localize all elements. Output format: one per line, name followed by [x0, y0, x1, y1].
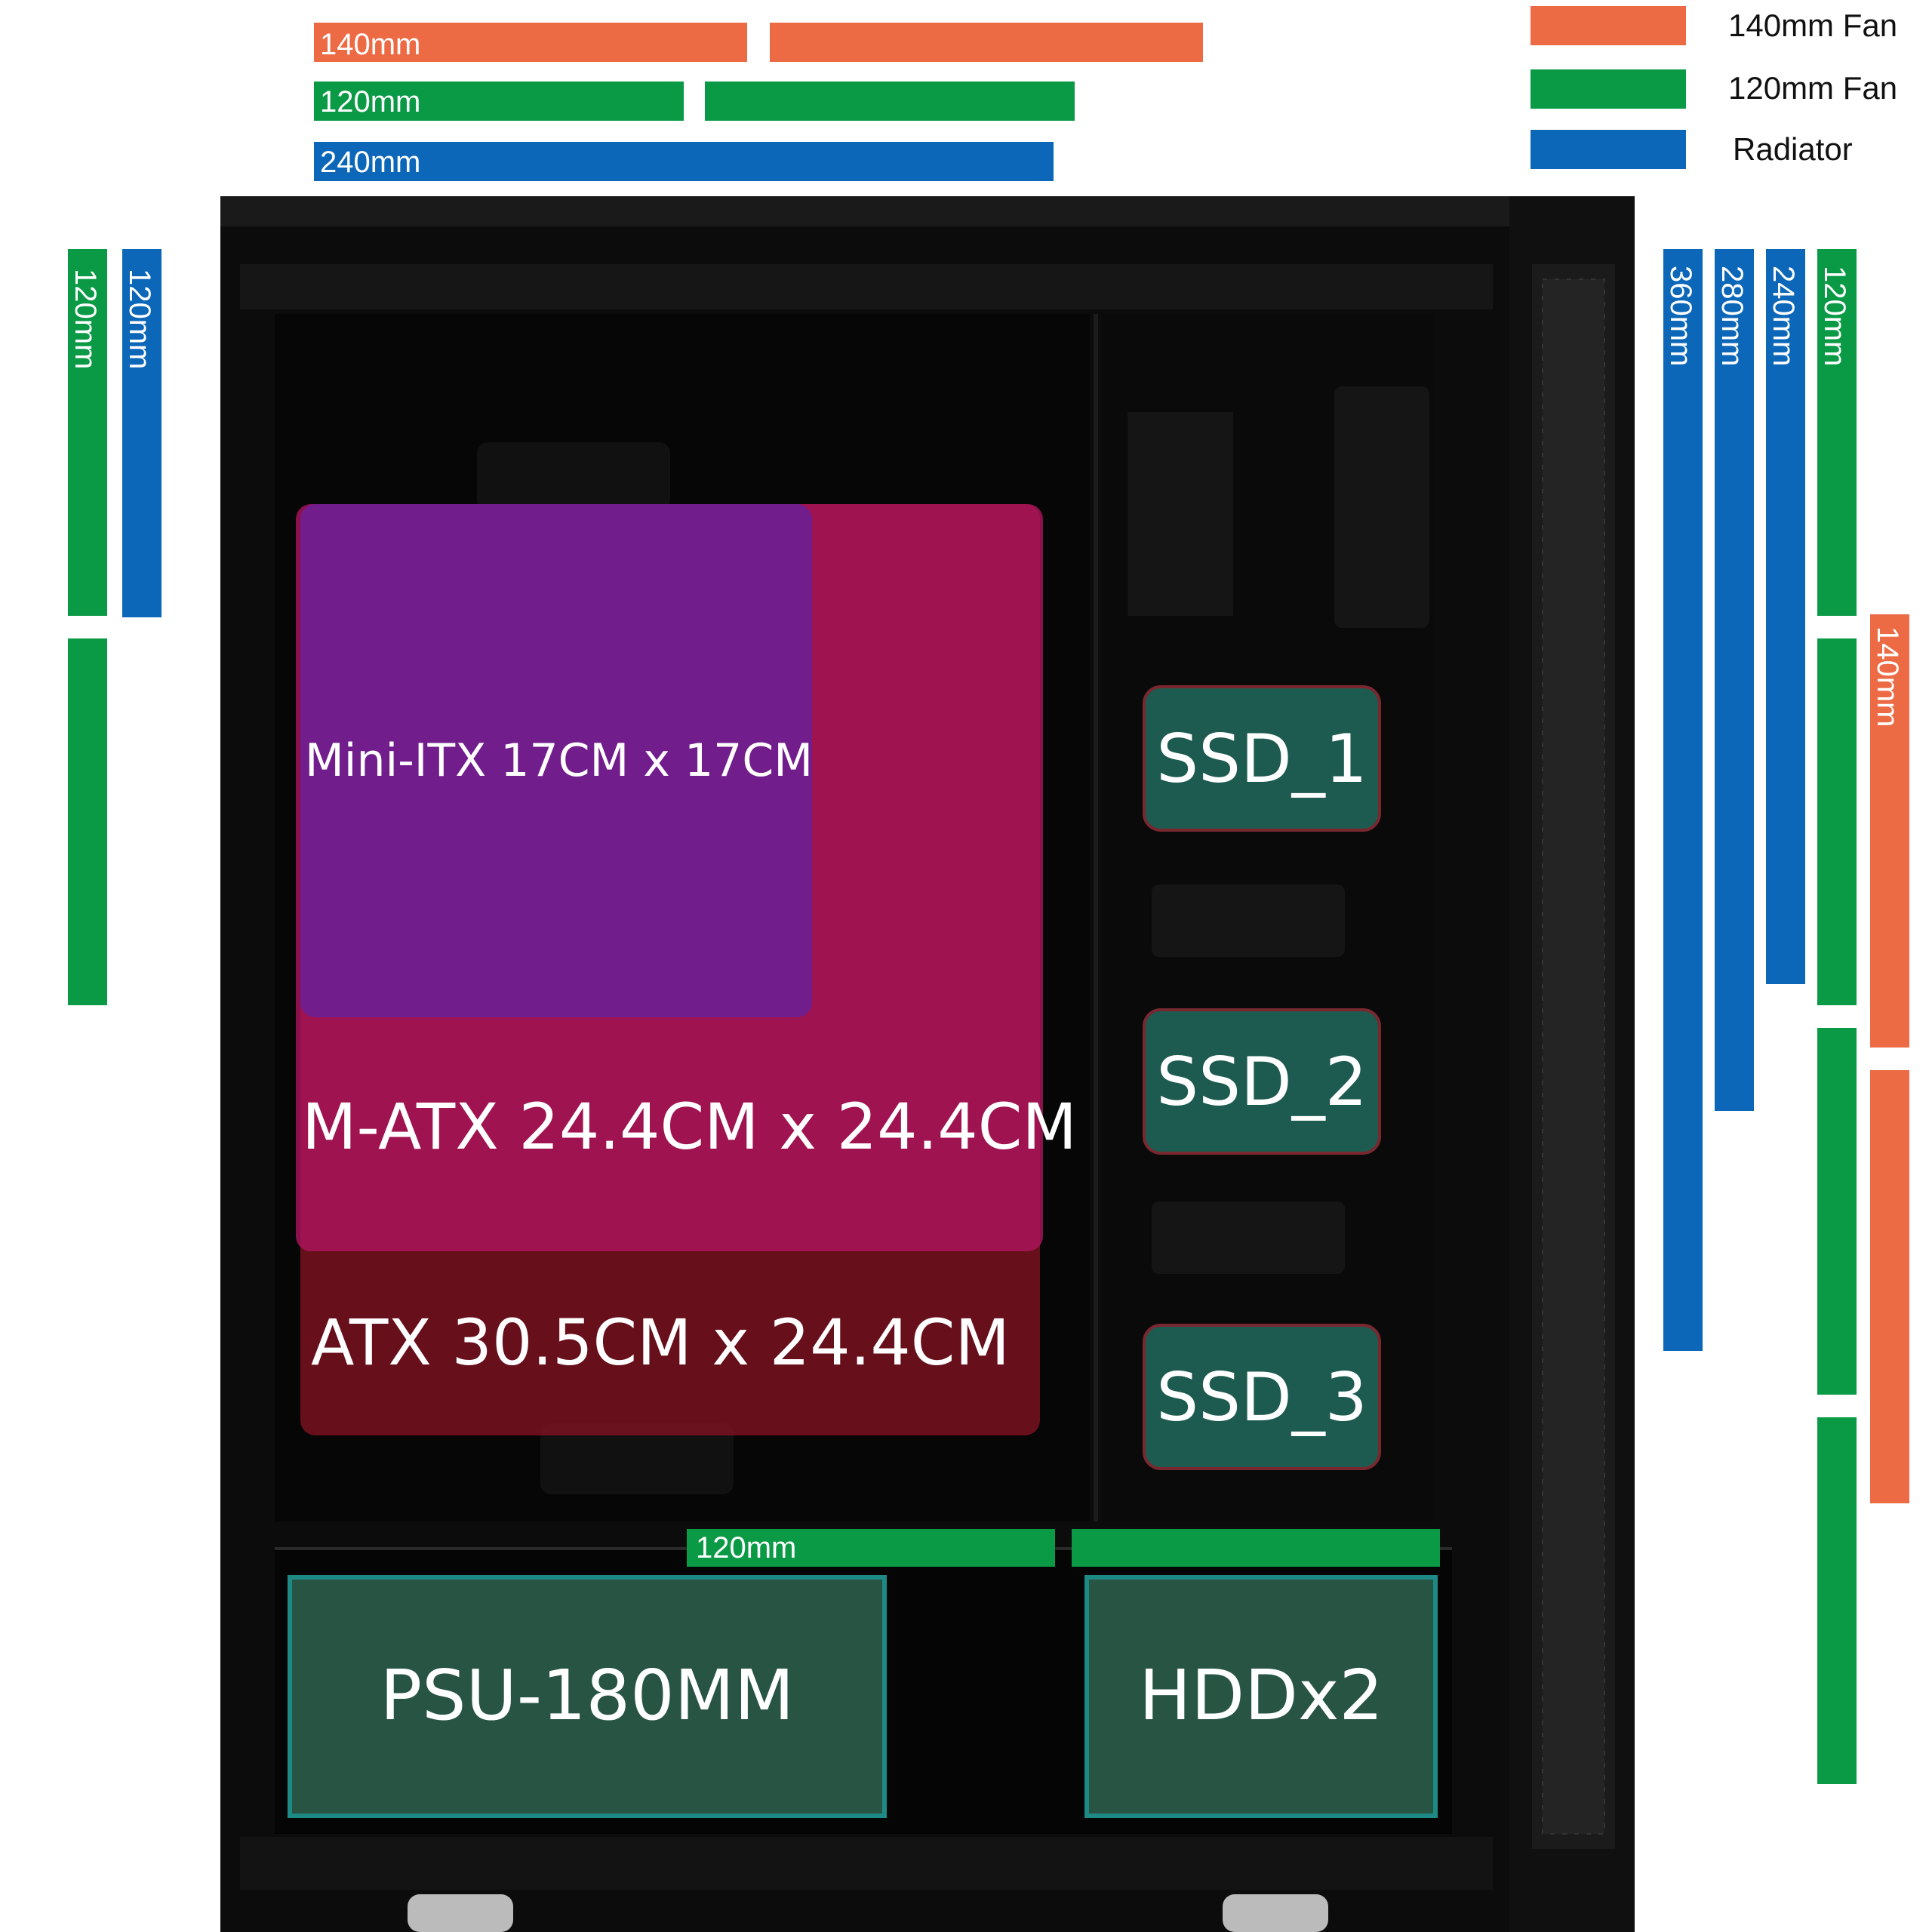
legend-swatch-radiator	[1531, 130, 1686, 169]
motherboard-overlays: Mini-ITX 17CM x 17CM M-ATX 24.4CM x 24.4…	[296, 504, 1077, 1435]
ssd-slot-2	[1143, 1008, 1381, 1155]
right-280mm-radiator-bar	[1715, 249, 1754, 1111]
cage-slot-2	[1152, 1201, 1345, 1274]
top-mount-bars: 140mm 120mm 240mm	[314, 23, 1203, 181]
ssd-slot-2-label: SSD_2	[1156, 1043, 1367, 1121]
left-120mm-radiator-label: 120mm	[123, 269, 156, 369]
psu-area	[288, 1575, 887, 1818]
right-120mm-fan-bar-4	[1817, 1417, 1857, 1784]
shroud-section: 120mm PSU-180MM HDDx2	[288, 1529, 1440, 1818]
left-120mm-radiator-bar	[122, 249, 162, 617]
ssd-slot-3-label: SSD_3	[1156, 1358, 1367, 1436]
top-120mm-fan-bar-2	[705, 82, 1075, 121]
case-top-rail	[240, 264, 1493, 309]
right-140mm-fan-bar-2	[1870, 1070, 1909, 1503]
matx-label: M-ATX 24.4CM x 24.4CM	[302, 1090, 1077, 1164]
top-120mm-fan-bar-1	[314, 82, 684, 121]
case-top-edge	[220, 196, 1635, 226]
cable-cutout-top	[477, 442, 670, 510]
shroud-120mm-fan-bar-2	[1072, 1529, 1440, 1567]
top-240mm-radiator-label: 240mm	[320, 146, 420, 179]
right-120mm-fan-bar-2	[1817, 638, 1857, 1005]
atx-label: ATX 30.5CM x 24.4CM	[311, 1306, 1010, 1380]
shroud-120mm-fan-bar-1	[687, 1529, 1055, 1567]
right-120mm-fan-bar-3	[1817, 1028, 1857, 1395]
top-140mm-fan-bar-1	[314, 23, 747, 62]
ssd-slot-1-label: SSD_1	[1156, 720, 1367, 798]
top-120mm-fan-label: 120mm	[320, 85, 420, 118]
legend-label-140mm-fan: 140mm Fan	[1728, 8, 1897, 43]
mini-itx-label: Mini-ITX 17CM x 17CM	[305, 734, 813, 787]
ssd-slots: SSD_1 SSD_2 SSD_3	[1143, 685, 1381, 1470]
top-140mm-fan-label: 140mm	[320, 28, 420, 61]
left-120mm-fan-bar-2	[68, 638, 107, 1005]
cage-bay-1	[1128, 412, 1233, 616]
ssd-slot-3	[1143, 1324, 1381, 1470]
legend-swatch-120mm-fan	[1531, 69, 1686, 109]
left-120mm-fan-bar-1	[68, 249, 107, 616]
ssd-slot-1	[1143, 685, 1381, 832]
right-360mm-label: 360mm	[1664, 266, 1697, 366]
hdd-area	[1084, 1575, 1438, 1818]
legend-swatch-140mm-fan	[1531, 6, 1686, 45]
cage-bay-2	[1334, 386, 1429, 628]
right-280mm-label: 280mm	[1715, 266, 1749, 366]
mini-itx-area	[300, 504, 812, 1017]
right-120mm-fan-bar-1	[1817, 249, 1857, 616]
right-360mm-radiator-bar	[1663, 249, 1703, 1351]
shroud-120mm-fan-label: 120mm	[696, 1531, 796, 1564]
right-140mm-fan-bar-1	[1870, 614, 1909, 1048]
top-240mm-radiator-bar	[314, 142, 1054, 181]
right-240mm-radiator-bar	[1766, 249, 1805, 984]
legend-label-120mm-fan: 120mm Fan	[1728, 70, 1897, 106]
front-left-mount-bars: 120mm 120mm	[68, 249, 162, 1005]
case-foot-left	[408, 1894, 513, 1932]
psu-label: PSU-180MM	[380, 1655, 795, 1736]
case-foot-right	[1223, 1894, 1328, 1932]
front-mesh-pattern	[1542, 278, 1605, 1835]
legend: 140mm Fan 120mm Fan Radiator	[1531, 6, 1897, 169]
front-right-mount-bars: 360mm 280mm 240mm 120mm 140mm	[1663, 249, 1909, 1784]
right-120mm-fan-label: 120mm	[1818, 266, 1851, 366]
legend-label-radiator: Radiator	[1733, 131, 1853, 167]
cable-cutout-bottom	[540, 1423, 734, 1494]
cage-slot-1	[1152, 884, 1345, 957]
hdd-label: HDDx2	[1139, 1655, 1383, 1736]
left-120mm-fan-label: 120mm	[69, 269, 102, 369]
top-140mm-fan-bar-2	[770, 23, 1203, 62]
right-140mm-fan-label: 140mm	[1871, 626, 1904, 727]
case-bottom-rail	[240, 1837, 1493, 1890]
right-240mm-label: 240mm	[1767, 266, 1800, 366]
